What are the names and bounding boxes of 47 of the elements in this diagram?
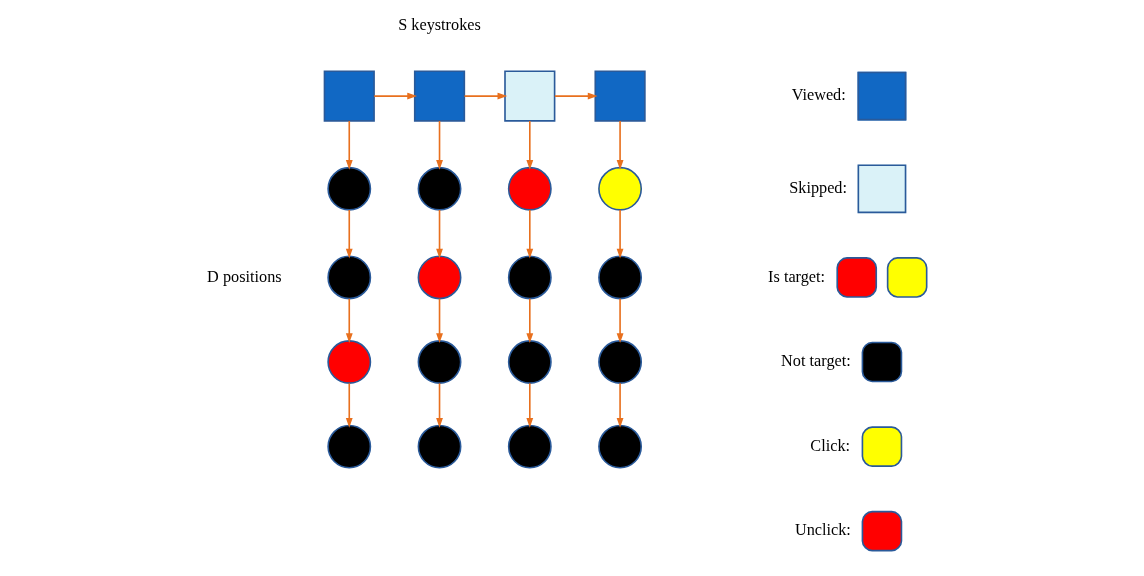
node-circle <box>326 424 371 469</box>
node-circle <box>417 166 461 211</box>
arrow <box>345 120 353 170</box>
legend-label: Not target: <box>780 352 851 371</box>
node-circle <box>597 424 642 469</box>
node-circle <box>507 255 552 300</box>
node-box <box>503 70 555 122</box>
legend-label: Is target: <box>767 267 825 286</box>
arrow <box>616 120 623 170</box>
legend-label: Unclick: <box>794 521 851 540</box>
arrow <box>345 209 353 259</box>
arrow <box>525 209 533 259</box>
node-circle <box>417 340 461 384</box>
node-circle <box>597 166 642 211</box>
arrow <box>373 92 417 100</box>
arrow <box>616 382 623 428</box>
node-circle <box>597 255 642 300</box>
arrow <box>435 209 443 259</box>
node-circle <box>507 424 552 469</box>
arrow <box>525 297 533 344</box>
node-box <box>323 70 375 122</box>
arrow <box>553 92 598 100</box>
node-circle <box>326 166 371 211</box>
arrow <box>616 297 623 344</box>
node-circle <box>417 255 461 300</box>
legend-label: Skipped: <box>788 178 847 197</box>
label: D positions <box>206 267 282 286</box>
legend-label: Click: <box>809 436 850 455</box>
arrow <box>435 382 443 428</box>
arrow <box>463 92 507 100</box>
legend-label: Viewed: <box>791 86 846 105</box>
node-circle <box>597 340 642 384</box>
node-circle <box>417 424 461 469</box>
label: S keystrokes <box>397 16 481 35</box>
arrow <box>345 297 353 344</box>
arrow <box>435 120 443 170</box>
node-box <box>413 70 465 122</box>
node-circle <box>326 340 371 384</box>
arrow <box>525 120 533 170</box>
arrow <box>616 209 623 259</box>
arrow <box>345 382 353 428</box>
node-circle <box>326 255 371 300</box>
arrow <box>525 382 533 428</box>
node-box <box>593 70 646 122</box>
node-circle <box>507 166 552 211</box>
arrow <box>435 297 443 344</box>
node-circle <box>507 340 552 384</box>
